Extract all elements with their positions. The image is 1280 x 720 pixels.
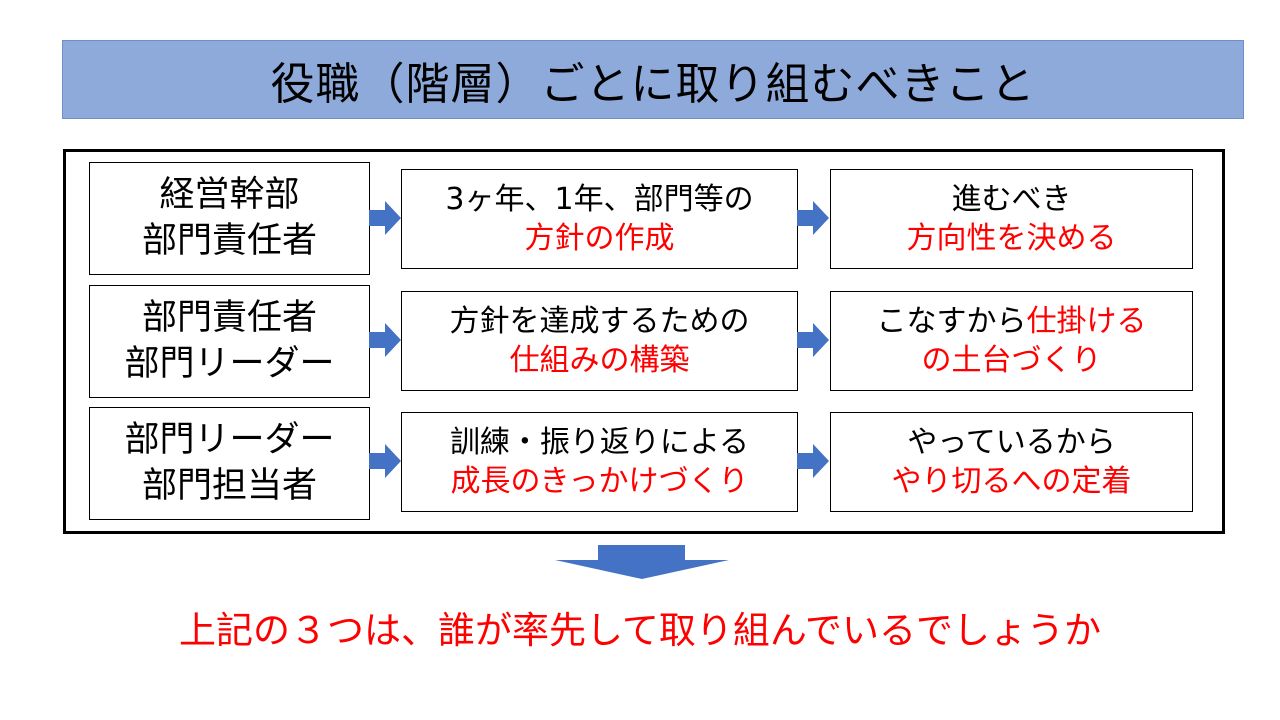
action-highlight: 成長のきっかけづくり xyxy=(450,464,749,499)
role-line: 経営幹部 xyxy=(159,175,300,215)
result-box: 進むべき 方向性を決める xyxy=(830,169,1193,269)
right-arrow-icon xyxy=(797,323,829,357)
role-line: 部門責任者 xyxy=(141,298,317,338)
action-line: 方針を達成するための xyxy=(449,304,750,339)
result-box: やっているから やり切るへの定着 xyxy=(830,412,1193,512)
action-highlight: 仕組みの構築 xyxy=(509,343,690,378)
result-box: こなすから仕掛ける の土台づくり xyxy=(830,291,1193,391)
action-box: 訓練・振り返りによる 成長のきっかけづくり xyxy=(401,412,798,512)
role-line: 部門リーダー xyxy=(124,343,335,384)
role-line: 部門責任者 xyxy=(141,220,317,261)
action-box: 3ヶ年、1年、部門等の 方針の作成 xyxy=(401,169,798,269)
slide-title: 役職（階層）ごとに取り組むべきこと xyxy=(62,40,1244,119)
right-arrow-icon xyxy=(369,444,401,478)
right-arrow-icon xyxy=(797,444,829,478)
role-box: 経営幹部 部門責任者 xyxy=(89,162,370,275)
result-highlight: やり切るへの定着 xyxy=(891,464,1132,499)
result-highlight: 方向性を決める xyxy=(906,221,1117,256)
down-arrow-icon xyxy=(555,545,729,579)
result-line: やっているから xyxy=(907,423,1116,462)
action-line: 訓練・振り返りによる xyxy=(449,425,750,460)
right-arrow-icon xyxy=(369,323,401,357)
right-arrow-icon xyxy=(797,201,829,235)
diagram-frame xyxy=(63,149,1225,534)
role-line: 部門担当者 xyxy=(141,465,317,506)
role-line: 部門リーダー xyxy=(124,420,335,460)
conclusion-text: 上記の３つは、誰が率先して取り組んでいるでしょうか xyxy=(178,609,1102,652)
action-line: 3ヶ年、1年、部門等の xyxy=(445,182,754,217)
result-highlight: 仕掛ける xyxy=(1026,304,1147,339)
result-text: こなすから xyxy=(876,304,1027,339)
role-box: 部門責任者 部門リーダー xyxy=(89,285,370,398)
result-text: 進むべき xyxy=(951,182,1072,217)
result-text: やっているから xyxy=(907,425,1116,460)
result-line: こなすから仕掛ける xyxy=(877,302,1147,341)
role-box: 部門リーダー 部門担当者 xyxy=(89,407,370,520)
action-box: 方針を達成するための 仕組みの構築 xyxy=(401,291,798,391)
result-line: 進むべき xyxy=(952,180,1072,219)
action-highlight: 方針の作成 xyxy=(524,221,675,256)
result-highlight: の土台づくり xyxy=(921,343,1102,378)
right-arrow-icon xyxy=(369,201,401,235)
